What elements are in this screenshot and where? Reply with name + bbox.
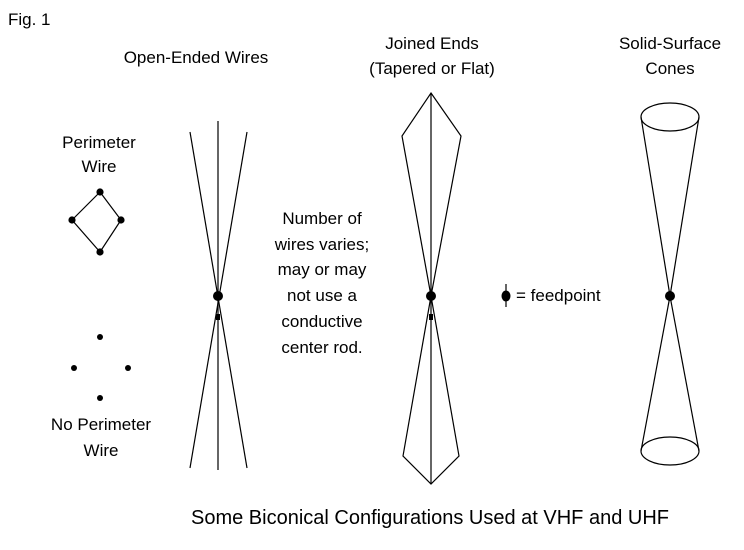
- feedpoint-dot-joined-ends: [426, 291, 436, 301]
- note-line-2: wires varies;: [274, 235, 370, 254]
- solid-surface-cones-antenna: [640, 102, 700, 466]
- perimeter-label-line1: Perimeter: [62, 133, 136, 152]
- feedpoint-legend-symbol: [501, 284, 511, 307]
- perimeter-label-line2: Wire: [81, 157, 117, 176]
- no-perimeter-label-line2: Wire: [83, 441, 119, 460]
- joined-ends-title-line2: (Tapered or Flat): [369, 59, 495, 78]
- figure-label: Fig. 1: [8, 10, 51, 29]
- feedpoint-legend-label: = feedpoint: [516, 286, 601, 305]
- note-line-4: not use a: [287, 286, 357, 305]
- joined-ends-title-line1: Joined Ends: [385, 34, 479, 53]
- feedpoint-dot-open-wires: [213, 291, 223, 301]
- solid-cones-title-line1: Solid-Surface: [618, 34, 722, 53]
- no-perimeter-dots: [71, 334, 131, 401]
- solid-cones-title-line2: Cones: [645, 59, 695, 78]
- figure-caption: Some Biconical Configurations Used at VH…: [191, 507, 669, 529]
- open-ended-wires-antenna: [189, 121, 248, 470]
- note-line-6: center rod.: [281, 338, 363, 357]
- no-perimeter-label-line1: No Perimeter: [50, 415, 152, 434]
- note-line-5: conductive: [281, 312, 363, 331]
- note-line-3: may or may: [277, 260, 367, 279]
- joined-ends-antenna: [401, 91, 462, 485]
- open-wires-title: Open-Ended Wires: [123, 48, 269, 67]
- note-line-1: Number of: [282, 209, 362, 228]
- feedpoint-dot-cones: [665, 291, 675, 301]
- perimeter-wire-diamond: [68, 188, 125, 256]
